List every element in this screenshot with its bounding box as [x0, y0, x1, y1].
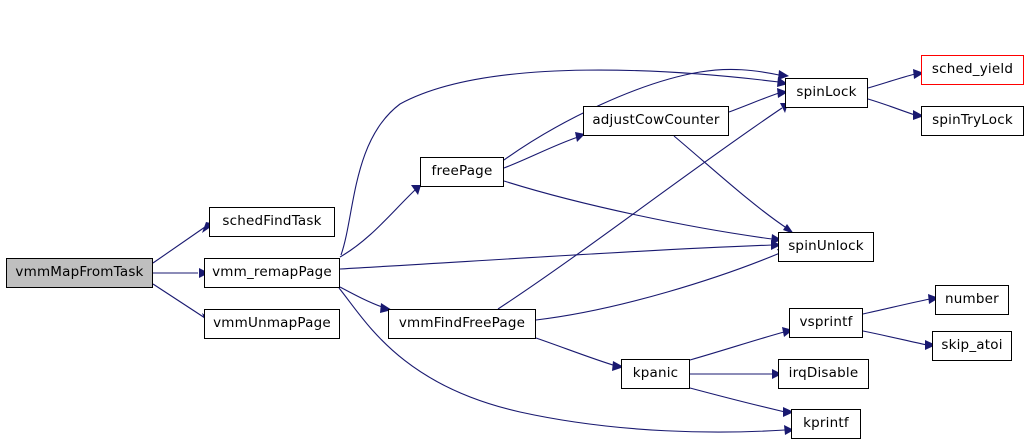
edge-vsprintf-number	[862, 294, 939, 315]
node-label: vmm_remapPage	[212, 264, 332, 281]
node-vsprintf[interactable]: vsprintf	[789, 308, 863, 338]
node-label: kpanic	[632, 365, 679, 382]
node-label: irqDisable	[788, 365, 859, 382]
node-skip_atoi[interactable]: skip_atoi	[932, 331, 1012, 361]
edge-vmmFindFreePage-spinUnlock	[535, 249, 788, 321]
node-spinUnlock[interactable]: spinUnlock	[778, 232, 874, 262]
node-label: adjustCowCounter	[592, 112, 720, 129]
node-label: spinUnlock	[788, 238, 864, 255]
node-label: skip_atoi	[941, 337, 1003, 354]
node-label: number	[945, 291, 999, 308]
node-vmmFindFreePage[interactable]: vmmFindFreePage	[388, 309, 536, 339]
node-label: freePage	[431, 163, 493, 180]
node-sched_yield[interactable]: sched_yield	[921, 55, 1024, 85]
edge-vmmMapFromTask-schedFindTask	[152, 222, 215, 264]
edge-kpanic-kprintf	[689, 387, 794, 417]
edge-adjustCowCounter-spinUnlock	[673, 135, 794, 234]
node-label: kprintf	[803, 415, 849, 432]
node-irqDisable[interactable]: irqDisable	[778, 359, 869, 389]
node-label: vmmUnmapPage	[213, 315, 331, 332]
node-label: schedFindTask	[222, 213, 322, 230]
edge-vsprintf-skip_atoi	[862, 330, 936, 350]
node-label: vmmMapFromTask	[15, 264, 144, 281]
edge-adjustCowCounter-spinLock	[728, 88, 788, 113]
edge-freePage-spinLock	[503, 68, 789, 161]
node-kpanic[interactable]: kpanic	[621, 359, 690, 389]
edge-spinLock-spinTryLock	[867, 98, 924, 120]
edge-vmmMapFromTask-vmm_remapPage	[153, 268, 209, 278]
node-vmmUnmapPage[interactable]: vmmUnmapPage	[204, 309, 340, 339]
edge-vmm_remapPage-spinLock	[340, 69, 788, 256]
node-spinLock[interactable]: spinLock	[785, 78, 868, 108]
node-schedFindTask[interactable]: schedFindTask	[209, 207, 335, 237]
edge-vmm_remapPage-kprintf	[338, 287, 794, 435]
node-number[interactable]: number	[935, 285, 1009, 315]
node-adjustCowCounter[interactable]: adjustCowCounter	[583, 106, 729, 136]
node-label: spinTryLock	[932, 112, 1013, 129]
node-label: vmmFindFreePage	[398, 315, 526, 332]
edge-freePage-spinUnlock	[503, 180, 782, 244]
edge-vmm_remapPage-spinUnlock	[339, 240, 781, 270]
edge-kpanic-vsprintf	[689, 327, 793, 361]
node-freePage[interactable]: freePage	[420, 157, 504, 187]
node-vmm_remapPage[interactable]: vmm_remapPage	[204, 258, 340, 288]
node-label: vsprintf	[799, 314, 853, 331]
node-label: sched_yield	[931, 61, 1014, 78]
edge-freePage-adjustCowCounter	[503, 132, 585, 169]
edge-vmmFindFreePage-kpanic	[535, 337, 624, 371]
node-label: spinLock	[796, 84, 857, 101]
edge-spinLock-sched_yield	[867, 69, 924, 89]
node-spinTryLock[interactable]: spinTryLock	[921, 106, 1024, 136]
edge-vmm_remapPage-freePage	[339, 185, 421, 258]
edge-kpanic-irqDisable	[690, 369, 782, 379]
node-kprintf[interactable]: kprintf	[791, 409, 861, 439]
node-vmmMapFromTask[interactable]: vmmMapFromTask	[6, 258, 153, 288]
